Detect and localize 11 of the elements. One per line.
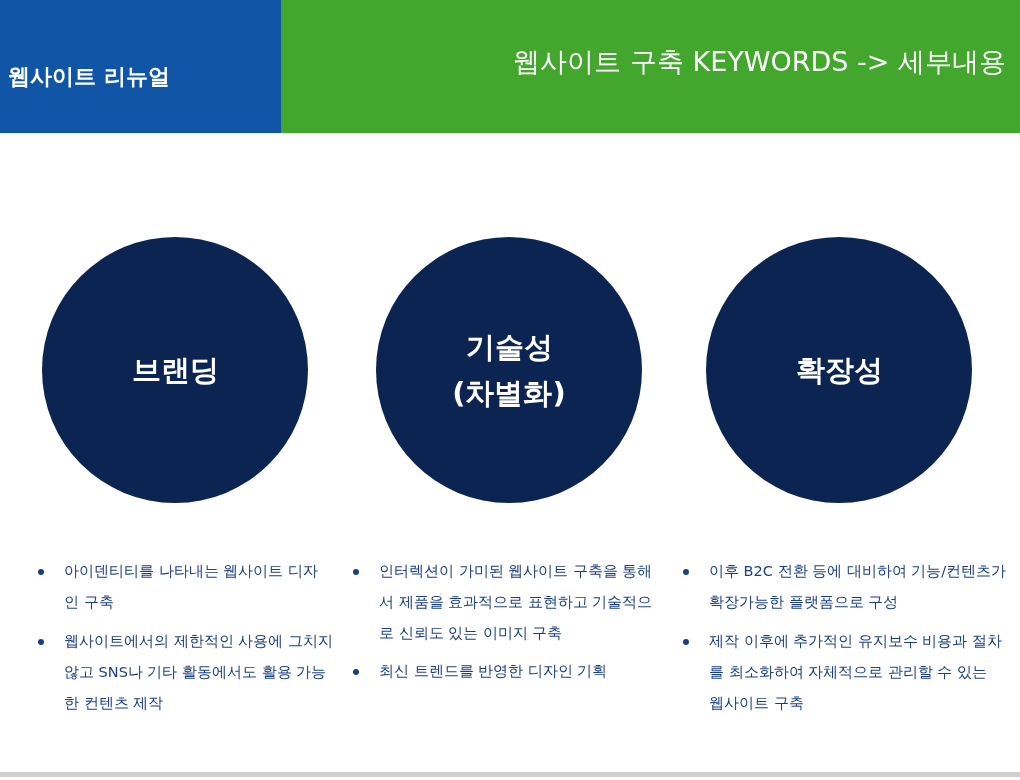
keyword-text: 기술성 (차별화)	[451, 328, 567, 412]
keyword-text: 브랜딩	[130, 351, 220, 389]
bullet-text: 제작 이후에 추가적인 유지보수 비용과 절차를 최소화하여 자체적으로 관리할 수 있는 웹사이트 구축	[709, 632, 1003, 713]
page-title: 웹사이트 구축 KEYWORDS -> 세부내용	[513, 45, 1006, 79]
keyword-text: 확장성	[794, 351, 884, 389]
bullet-text: 인터렉션이 가미된 웹사이트 구축을 통해서 제품을 효과적으로 표현하고 기술적으로 신뢰도 있는 이미지 구축	[379, 562, 653, 643]
bullet-text: 아이덴티티를 나타내는 웹사이트 디자인 구축	[64, 562, 319, 612]
project-title: 웹사이트 리뉴얼	[8, 63, 171, 91]
bullet-text: 최신 트렌드를 반영한 디자인 기획	[379, 662, 608, 681]
bullet-text: 이후 B2C 전환 등에 대비하여 기능/컨텐츠가 확장가능한 플랫폼으로 구성	[709, 562, 1008, 612]
bullet-text: 웹사이트에서의 제한적인 사용에 그치지 않고 SNS나 기타 활동에서도 활용 가능한 컨텐츠 제작	[64, 632, 334, 713]
